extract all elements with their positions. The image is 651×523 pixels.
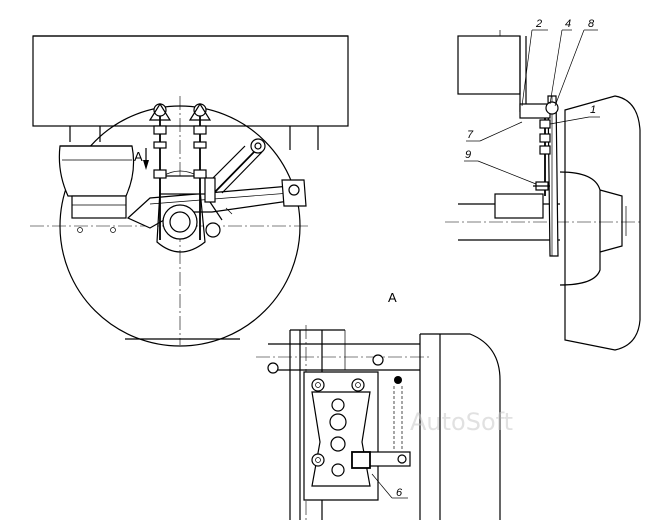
callout-8: 8 xyxy=(588,18,595,30)
detail-mounting-plate xyxy=(303,371,379,501)
rear-axle xyxy=(445,193,640,241)
callout-2: 2 xyxy=(535,18,542,30)
watermark: AutoSoft xyxy=(410,408,513,436)
callout-9: 9 xyxy=(465,149,471,161)
rear-valve-bracket xyxy=(519,101,559,196)
side-view: A xyxy=(30,35,349,347)
shock-absorber xyxy=(204,138,266,196)
u-bolts xyxy=(148,102,212,240)
air-spring xyxy=(58,145,135,233)
rear-leader-lines xyxy=(464,29,600,185)
detail-cross-tube xyxy=(256,343,430,374)
height-valve-linkage xyxy=(204,177,233,238)
view-a-arrow-label: A xyxy=(134,149,143,164)
axle-hub xyxy=(156,170,207,253)
view-a-arrow: A xyxy=(134,148,149,170)
rear-view: 2 4 8 1 7 9 xyxy=(445,18,641,351)
detail-view-a: 6 xyxy=(256,325,501,520)
rear-frame-rail xyxy=(457,30,527,112)
trailing-arm xyxy=(126,185,297,229)
callout-4: 4 xyxy=(565,18,571,30)
callout-6: 6 xyxy=(396,487,403,499)
pivot-bracket xyxy=(281,179,307,207)
rear-wheel-tyre xyxy=(559,95,641,351)
detail-tyre xyxy=(419,333,501,520)
detail-height-valve xyxy=(351,376,411,499)
view-a-title: A xyxy=(388,290,397,305)
callout-1: 1 xyxy=(590,104,596,116)
frame-rail xyxy=(32,35,349,150)
callout-7: 7 xyxy=(467,129,474,141)
